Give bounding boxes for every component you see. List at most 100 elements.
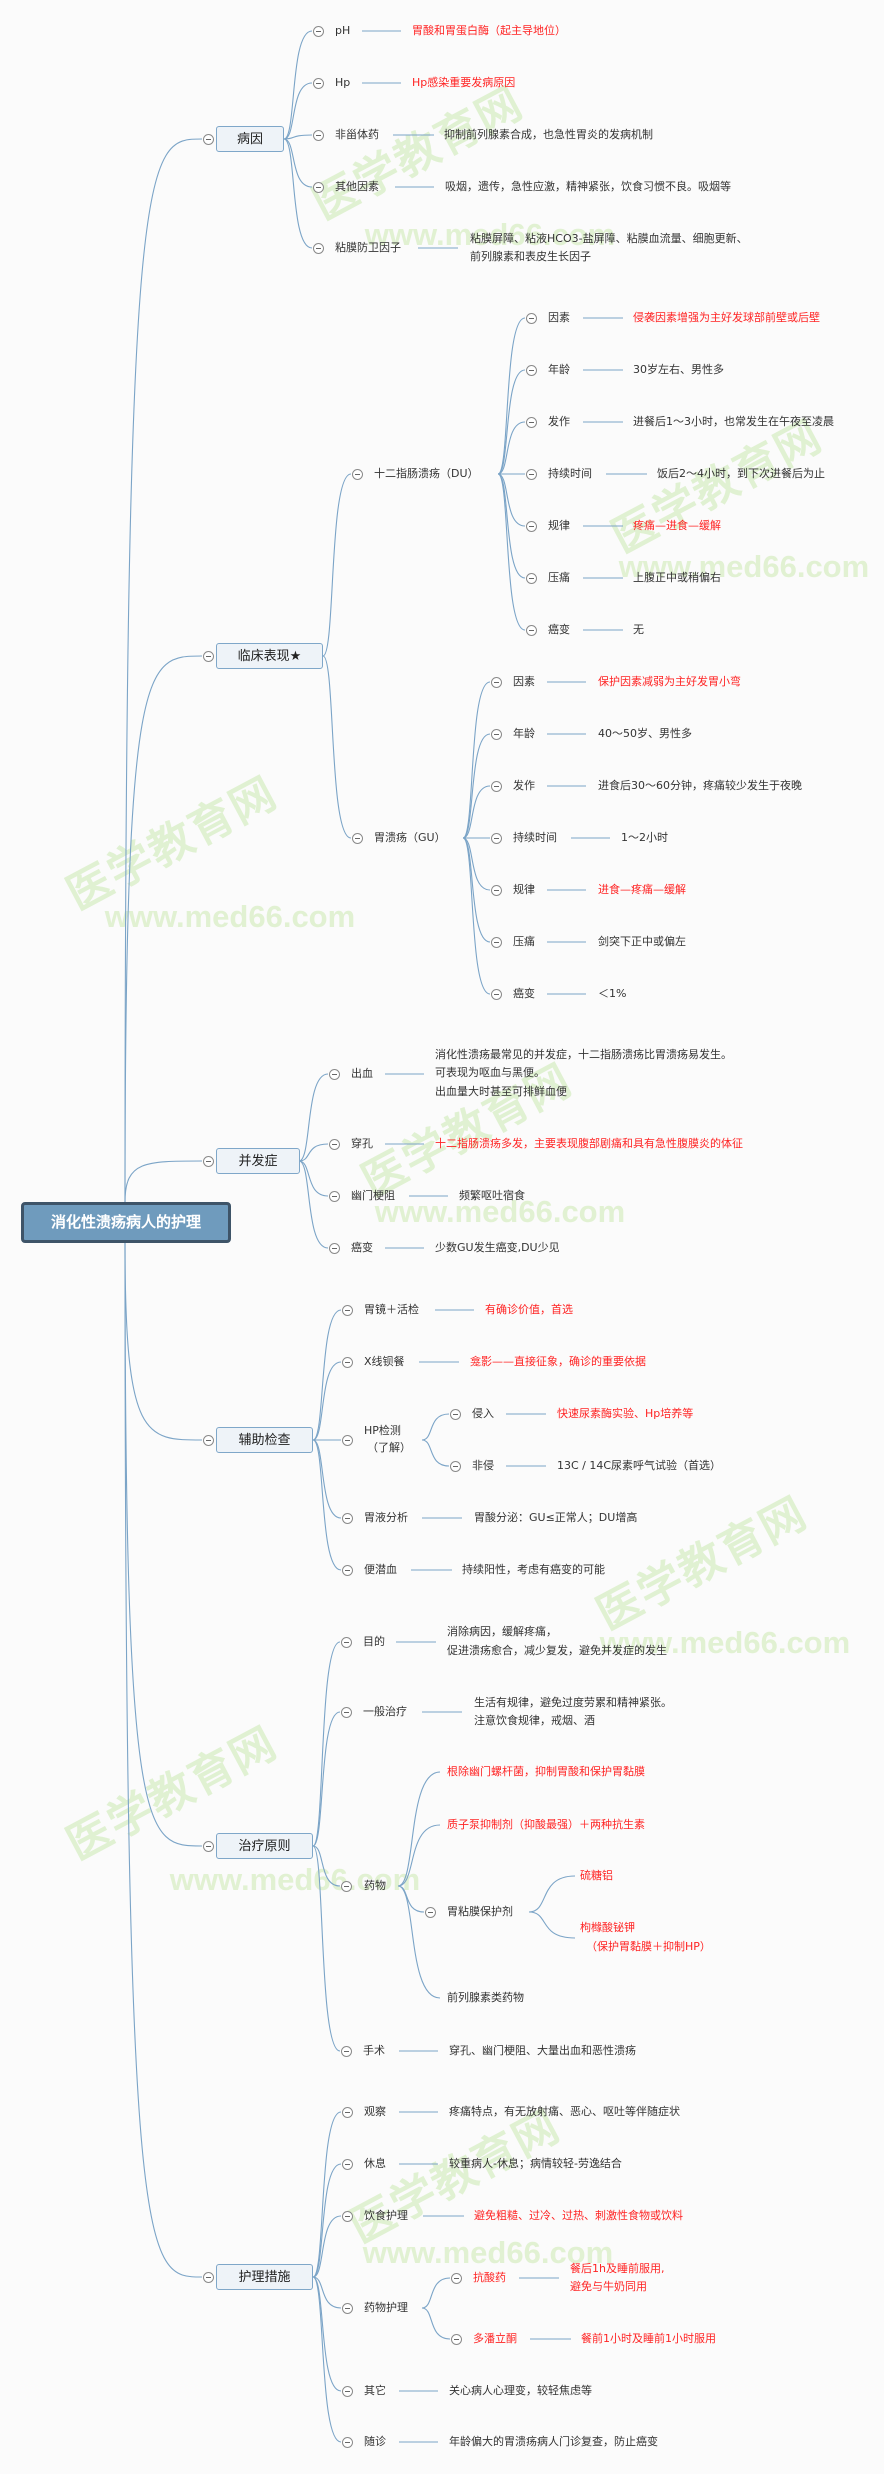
collapse-toggle-icon[interactable] bbox=[450, 2333, 462, 2345]
collapse-toggle-icon[interactable] bbox=[341, 1304, 353, 1316]
collapse-toggle-icon[interactable] bbox=[525, 520, 537, 532]
root-topic[interactable]: 消化性溃疡病人的护理 bbox=[21, 1202, 231, 1243]
collapse-toggle-icon[interactable] bbox=[490, 884, 502, 896]
node-label[interactable]: 抗酸药 bbox=[473, 2271, 506, 2284]
node-label[interactable]: 癌变 bbox=[513, 987, 535, 1000]
collapse-toggle-icon[interactable] bbox=[449, 1460, 461, 1472]
collapse-toggle-icon[interactable] bbox=[312, 242, 324, 254]
node-label[interactable]: 癌变 bbox=[351, 1241, 373, 1254]
collapse-toggle-icon[interactable] bbox=[328, 1190, 340, 1202]
node-label[interactable]: 因素 bbox=[513, 675, 535, 688]
node-label[interactable]: 规律 bbox=[513, 883, 535, 896]
collapse-toggle-icon[interactable] bbox=[341, 1434, 353, 1446]
collapse-toggle-icon[interactable] bbox=[312, 77, 324, 89]
collapse-toggle-icon[interactable] bbox=[341, 2158, 353, 2170]
node-label[interactable]: 压痛 bbox=[513, 935, 535, 948]
node-label[interactable]: 幽门梗阻 bbox=[351, 1189, 395, 1202]
node-label[interactable]: 胃镜＋活检 bbox=[364, 1303, 419, 1316]
topic-clinical[interactable]: 临床表现★ bbox=[216, 643, 323, 669]
node-label[interactable]: 一般治疗 bbox=[363, 1705, 407, 1718]
node-label[interactable]: 持续时间 bbox=[548, 467, 592, 480]
collapse-toggle-icon[interactable] bbox=[450, 2272, 462, 2284]
node-label[interactable]: 癌变 bbox=[548, 623, 570, 636]
collapse-toggle-icon[interactable] bbox=[328, 1242, 340, 1254]
collapse-toggle-icon[interactable] bbox=[202, 1434, 214, 1446]
collapse-toggle-icon[interactable] bbox=[202, 2271, 214, 2283]
collapse-toggle-icon[interactable] bbox=[525, 312, 537, 324]
node-label[interactable]: 目的 bbox=[363, 1635, 385, 1648]
node-label[interactable]: Hp bbox=[335, 76, 351, 89]
collapse-toggle-icon[interactable] bbox=[525, 624, 537, 636]
node-label[interactable]: 药物 bbox=[364, 1879, 386, 1892]
node-label[interactable]: 休息 bbox=[364, 2157, 386, 2170]
node-label[interactable]: 非侵 bbox=[472, 1459, 494, 1472]
collapse-toggle-icon[interactable] bbox=[490, 832, 502, 844]
collapse-toggle-icon[interactable] bbox=[340, 1706, 352, 1718]
collapse-toggle-icon[interactable] bbox=[340, 1880, 352, 1892]
collapse-toggle-icon[interactable] bbox=[202, 1155, 214, 1167]
collapse-toggle-icon[interactable] bbox=[490, 780, 502, 792]
node-label[interactable]: 其他因素 bbox=[335, 180, 379, 193]
topic-complications[interactable]: 并发症 bbox=[216, 1148, 300, 1174]
collapse-toggle-icon[interactable] bbox=[341, 1356, 353, 1368]
node-label[interactable]: pH bbox=[335, 24, 351, 37]
topic-exams[interactable]: 辅助检查 bbox=[216, 1427, 313, 1453]
node-label[interactable]: 压痛 bbox=[548, 571, 570, 584]
collapse-toggle-icon[interactable] bbox=[328, 1138, 340, 1150]
node-label[interactable]: 持续时间 bbox=[513, 831, 557, 844]
node-label[interactable]: 便潜血 bbox=[364, 1563, 397, 1576]
node-label[interactable]: 胃液分析 bbox=[364, 1511, 408, 1524]
topic-etiology[interactable]: 病因 bbox=[216, 126, 284, 152]
node-label[interactable]: （了解） bbox=[367, 1441, 411, 1454]
node-label[interactable]: 手术 bbox=[363, 2044, 385, 2057]
node-label[interactable]: 观察 bbox=[364, 2105, 386, 2118]
collapse-toggle-icon[interactable] bbox=[490, 676, 502, 688]
node-label[interactable]: 侵入 bbox=[472, 1407, 494, 1420]
collapse-toggle-icon[interactable] bbox=[525, 468, 537, 480]
collapse-toggle-icon[interactable] bbox=[424, 1906, 436, 1918]
collapse-toggle-icon[interactable] bbox=[351, 468, 363, 480]
node-label[interactable]: 发作 bbox=[513, 779, 535, 792]
collapse-toggle-icon[interactable] bbox=[490, 728, 502, 740]
node-label[interactable]: 十二指肠溃疡（DU） bbox=[374, 467, 479, 480]
topic-treatment[interactable]: 治疗原则 bbox=[216, 1833, 313, 1859]
node-label[interactable]: 规律 bbox=[548, 519, 570, 532]
collapse-toggle-icon[interactable] bbox=[525, 416, 537, 428]
collapse-toggle-icon[interactable] bbox=[490, 936, 502, 948]
collapse-toggle-icon[interactable] bbox=[312, 25, 324, 37]
node-label[interactable]: 因素 bbox=[548, 311, 570, 324]
node-label[interactable]: HP检测 bbox=[364, 1424, 401, 1437]
collapse-toggle-icon[interactable] bbox=[351, 832, 363, 844]
node-label[interactable]: 多潘立酮 bbox=[473, 2332, 517, 2345]
collapse-toggle-icon[interactable] bbox=[340, 1636, 352, 1648]
collapse-toggle-icon[interactable] bbox=[341, 2302, 353, 2314]
collapse-toggle-icon[interactable] bbox=[341, 2210, 353, 2222]
node-label[interactable]: 胃溃疡（GU） bbox=[374, 831, 446, 844]
collapse-toggle-icon[interactable] bbox=[449, 1408, 461, 1420]
node-label[interactable]: 穿孔 bbox=[351, 1137, 373, 1150]
node-label[interactable]: 药物护理 bbox=[364, 2301, 408, 2314]
collapse-toggle-icon[interactable] bbox=[490, 988, 502, 1000]
collapse-toggle-icon[interactable] bbox=[202, 133, 214, 145]
node-label[interactable]: 其它 bbox=[364, 2384, 386, 2397]
topic-nursing[interactable]: 护理措施 bbox=[216, 2264, 313, 2290]
collapse-toggle-icon[interactable] bbox=[328, 1068, 340, 1080]
collapse-toggle-icon[interactable] bbox=[525, 572, 537, 584]
node-label[interactable]: 非甾体药 bbox=[335, 128, 379, 141]
node-label[interactable]: 饮食护理 bbox=[364, 2209, 408, 2222]
node-label[interactable]: 年龄 bbox=[548, 363, 570, 376]
collapse-toggle-icon[interactable] bbox=[340, 2045, 352, 2057]
collapse-toggle-icon[interactable] bbox=[312, 129, 324, 141]
node-label[interactable]: 年龄 bbox=[513, 727, 535, 740]
node-label[interactable]: 胃粘膜保护剂 bbox=[447, 1905, 513, 1918]
collapse-toggle-icon[interactable] bbox=[341, 2106, 353, 2118]
collapse-toggle-icon[interactable] bbox=[202, 650, 214, 662]
node-label[interactable]: 出血 bbox=[351, 1067, 373, 1080]
node-label[interactable]: 发作 bbox=[548, 415, 570, 428]
collapse-toggle-icon[interactable] bbox=[341, 1512, 353, 1524]
collapse-toggle-icon[interactable] bbox=[341, 1564, 353, 1576]
collapse-toggle-icon[interactable] bbox=[525, 364, 537, 376]
collapse-toggle-icon[interactable] bbox=[202, 1840, 214, 1852]
node-label[interactable]: 粘膜防卫因子 bbox=[335, 241, 401, 254]
node-label[interactable]: 随诊 bbox=[364, 2435, 386, 2448]
